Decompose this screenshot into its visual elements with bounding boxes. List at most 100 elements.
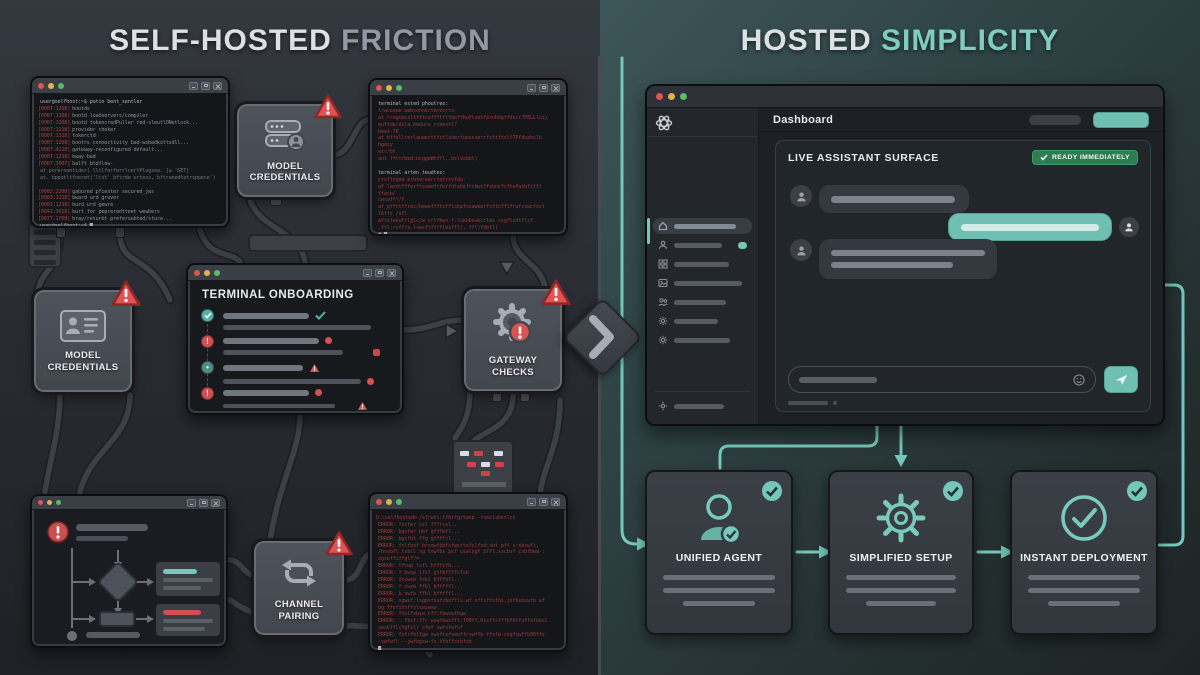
error-dot-icon <box>325 337 332 344</box>
zoom-traffic-light[interactable] <box>680 93 687 100</box>
warning-triangle-icon <box>325 531 353 556</box>
minimize-traffic-light[interactable] <box>668 93 675 100</box>
brand-logo-icon <box>655 115 673 131</box>
close-traffic-light[interactable] <box>376 498 382 505</box>
person-icon <box>796 192 806 201</box>
rack-strip <box>248 234 368 252</box>
close-button-icon[interactable] <box>551 83 560 92</box>
arrowhead-icon <box>894 455 908 467</box>
search-placeholder-pill[interactable] <box>1029 114 1081 125</box>
warning-triangle-icon <box>111 280 141 307</box>
dashboard-nav-title: Dashboard <box>773 113 834 126</box>
close-traffic-light[interactable] <box>376 84 382 91</box>
minimize-traffic-light[interactable] <box>48 82 54 89</box>
dashboard-main-area: Dashboard LIVE ASSISTANT SURFACE READY I… <box>759 108 1163 424</box>
close-traffic-light[interactable] <box>656 93 663 100</box>
window-controls <box>187 498 220 507</box>
person-icon <box>658 240 668 249</box>
terminal-a-titlebar <box>32 78 228 94</box>
warning-triangle-icon <box>541 279 571 306</box>
message-bubble <box>819 185 969 213</box>
send-button[interactable] <box>1104 366 1138 393</box>
close-button-icon[interactable] <box>387 268 396 277</box>
card-placeholder-text <box>1028 575 1140 606</box>
warning-triangle-icon <box>309 363 320 372</box>
close-traffic-light[interactable] <box>38 500 43 505</box>
decision-diamond <box>98 562 138 602</box>
close-button-icon[interactable] <box>551 497 560 506</box>
dashboard-navbar: Dashboard <box>759 108 1163 132</box>
check-icon <box>1040 154 1048 161</box>
sidebar-item-home[interactable] <box>653 218 752 234</box>
sidebar-divider <box>655 391 750 392</box>
step-pending-icon: • <box>201 361 214 374</box>
card-label: SIMPLIFIED SETUP <box>849 552 953 564</box>
error-flowchart-window <box>30 494 228 648</box>
chat-input[interactable] <box>788 366 1096 393</box>
maximize-button-icon[interactable] <box>375 268 384 277</box>
terminal-onboarding-window: TERMINAL ONBOARDING ! • <box>186 263 404 415</box>
check-badge-icon <box>942 480 964 507</box>
send-icon <box>1115 374 1127 385</box>
onboarding-step-1 <box>201 309 371 330</box>
setup-gear-icon <box>876 493 926 543</box>
panel-header: LIVE ASSISTANT SURFACE READY IMMEDIATELY <box>776 141 1150 169</box>
maximize-button-icon[interactable] <box>201 81 210 90</box>
error-flowchart-diagram <box>47 521 220 641</box>
arrowhead-icon <box>637 537 650 551</box>
check-badge-icon <box>1126 480 1148 507</box>
ready-status-badge: READY IMMEDIATELY <box>1031 150 1138 165</box>
minimize-button-icon[interactable] <box>527 83 536 92</box>
sidebar-item-apps[interactable] <box>653 256 752 272</box>
close-traffic-light[interactable] <box>38 82 44 89</box>
maximize-button-icon[interactable] <box>199 498 208 507</box>
onboarding-step-3: • <box>201 361 374 385</box>
right-title-main: HOSTED <box>740 24 872 57</box>
card-placeholder-text <box>846 575 956 606</box>
simplified-setup-card: SIMPLIFIED SETUP <box>828 470 974 635</box>
sidebar-item-profile[interactable] <box>653 237 752 253</box>
sidebar-item-contacts[interactable] <box>653 294 752 310</box>
emoji-icon[interactable] <box>1073 373 1085 386</box>
close-button-icon[interactable] <box>213 81 222 90</box>
message-bubble <box>819 239 997 279</box>
onboarding-step-4: ! <box>201 387 368 411</box>
terminal-c-titlebar <box>370 494 566 510</box>
box-label: CHANNEL PAIRING <box>274 599 324 622</box>
minimize-button-icon[interactable] <box>189 81 198 90</box>
close-traffic-light[interactable] <box>194 269 200 276</box>
terminal-a-output: user@selfhost:~$ putin bent_sentler[0007… <box>38 99 216 228</box>
step-success-icon <box>201 309 214 322</box>
maximize-button-icon[interactable] <box>539 497 548 506</box>
check-badge-icon <box>761 480 783 507</box>
window-controls <box>189 81 222 90</box>
sidebar-item-system[interactable] <box>653 398 752 414</box>
model-credentials-box-left: MODEL CREDENTIALS <box>31 280 141 395</box>
minimize-traffic-light[interactable] <box>386 84 392 91</box>
minimize-button-icon[interactable] <box>187 498 196 507</box>
zoom-traffic-light[interactable] <box>396 498 402 505</box>
minimize-button-icon[interactable] <box>363 268 372 277</box>
left-title-accent: FRICTION <box>341 24 491 57</box>
window-controls <box>527 83 560 92</box>
maximize-button-icon[interactable] <box>539 83 548 92</box>
zoom-traffic-light[interactable] <box>396 84 402 91</box>
card-label: INSTANT DEPLOYMENT <box>1020 552 1148 564</box>
minimize-traffic-light[interactable] <box>386 498 392 505</box>
sidebar-item-preferences[interactable] <box>653 332 752 348</box>
minimize-traffic-light[interactable] <box>204 269 210 276</box>
primary-action-button[interactable] <box>1093 111 1149 128</box>
zoom-traffic-light[interactable] <box>56 500 61 505</box>
minimize-traffic-light[interactable] <box>47 500 52 505</box>
minimize-button-icon[interactable] <box>527 497 536 506</box>
badge-label: READY IMMEDIATELY <box>1051 154 1130 161</box>
assistant-message <box>790 239 997 279</box>
sidebar-item-settings[interactable] <box>653 313 752 329</box>
close-button-icon[interactable] <box>211 498 220 507</box>
sidebar-item-media[interactable] <box>653 275 752 291</box>
zoom-traffic-light[interactable] <box>58 82 64 89</box>
user-avatar <box>1119 217 1139 237</box>
zoom-traffic-light[interactable] <box>214 269 220 276</box>
check-circle-icon <box>1061 495 1107 541</box>
check-icon <box>315 311 326 320</box>
